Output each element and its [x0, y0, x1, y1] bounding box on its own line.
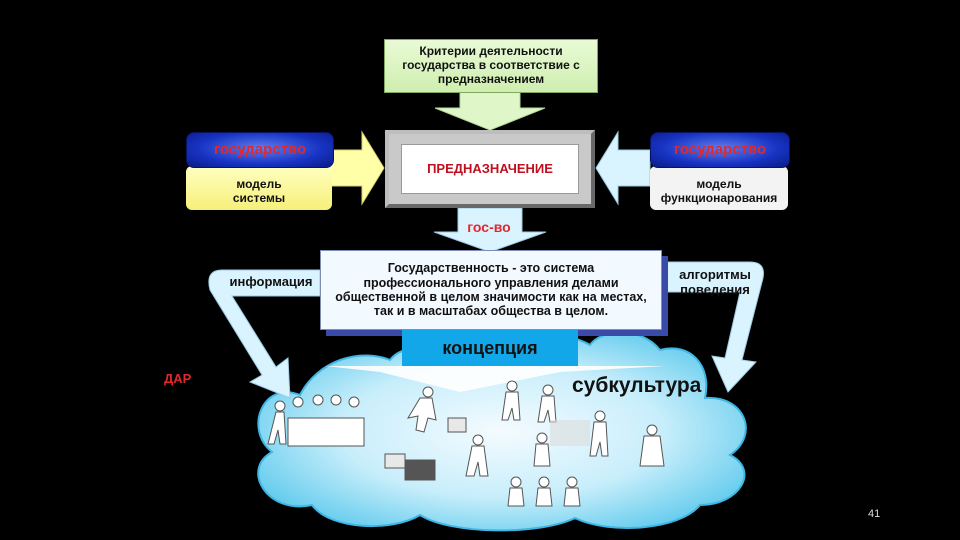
- criteria-down-arrow: [434, 91, 546, 131]
- right-model-panel: [650, 166, 788, 210]
- subculture-label: субкультура: [572, 374, 702, 397]
- criteria-box: Критерии деятельности государства в соот…: [384, 39, 598, 93]
- right-to-purpose-arrow: [595, 130, 651, 206]
- purpose-inner: ПРЕДНАЗНАЧЕНИЕ: [401, 144, 579, 194]
- purpose-text: ПРЕДНАЗНАЧЕНИЕ: [427, 160, 553, 176]
- right-model-text: модель функционарования: [660, 177, 778, 205]
- information-arrow: [208, 269, 321, 399]
- left-model-box: модель системы: [186, 166, 332, 210]
- statehood-text: Государственность - это система професси…: [331, 261, 651, 319]
- information-label: информация: [229, 274, 313, 289]
- right-state-title: государство: [673, 141, 767, 159]
- concept-funnel: [325, 366, 665, 392]
- page-number: 41: [868, 508, 881, 520]
- right-model-box: модель функционарования: [650, 166, 788, 210]
- gos-vo-label: гос-во: [467, 219, 511, 235]
- right-state-header: государство: [650, 132, 790, 168]
- statehood-term: Государственность: [387, 261, 509, 276]
- left-model-panel: [186, 166, 332, 210]
- concept-box: концепция: [402, 330, 578, 366]
- algorithms-label: алгоритмы поведения: [679, 267, 751, 297]
- purpose-box: ПРЕДНАЗНАЧЕНИЕ: [385, 130, 595, 208]
- dar-label: ДАР: [164, 371, 192, 386]
- left-state-header: государство: [186, 132, 334, 168]
- people-figures: [267, 380, 665, 507]
- purpose-down-arrow: [433, 207, 547, 253]
- algorithms-arrow: [661, 261, 764, 393]
- left-to-purpose-arrow: [329, 130, 385, 206]
- left-model-text: модель системы: [232, 177, 286, 205]
- statehood-definition: - это система профессионального управлен…: [335, 261, 647, 319]
- left-state-title: государство: [213, 141, 307, 159]
- concept-text: концепция: [442, 337, 538, 358]
- statehood-box: Государственность - это система професси…: [320, 250, 662, 330]
- criteria-text: Критерии деятельности государства в соот…: [402, 44, 580, 86]
